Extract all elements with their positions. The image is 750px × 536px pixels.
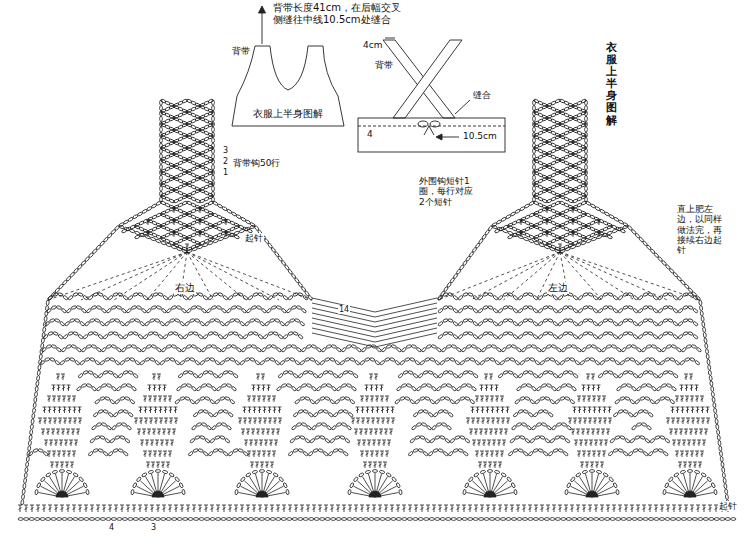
page: 背带长度41cm，在后幅交叉 侧缝往中线10.5cm处缝合背带4cm背带缝合41… bbox=[0, 0, 750, 536]
